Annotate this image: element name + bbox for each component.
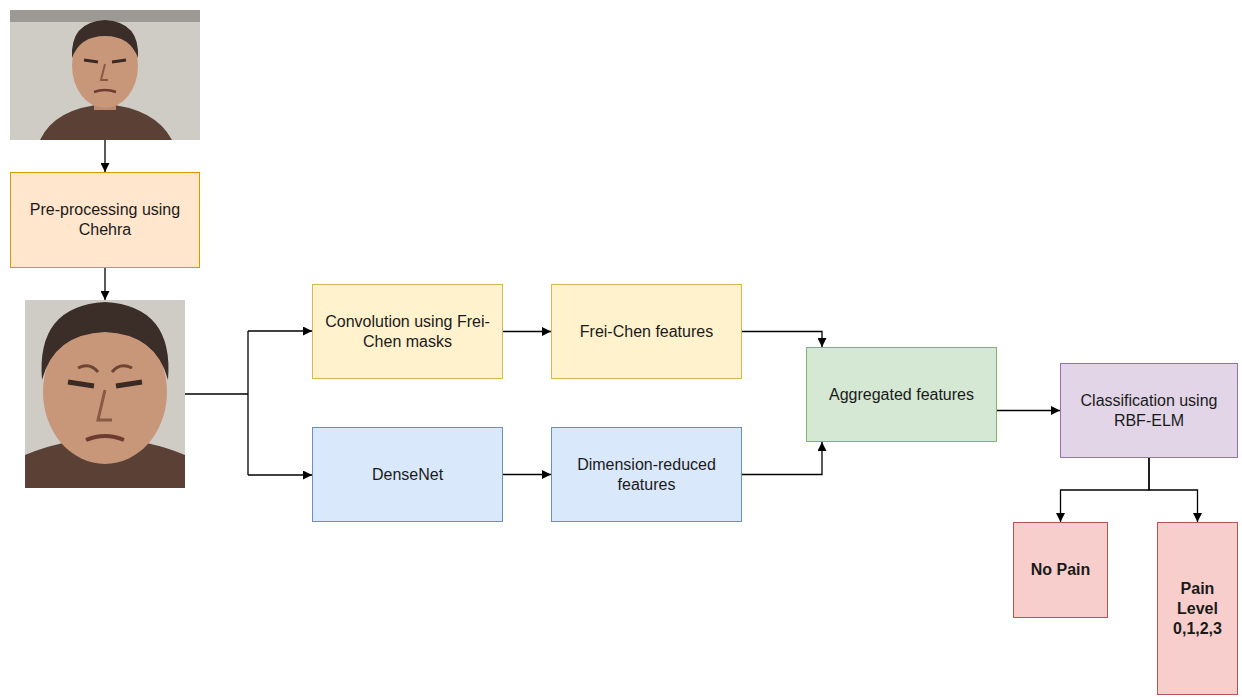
face-photo <box>10 10 200 140</box>
feature-box: Dimension-reduced features <box>551 427 742 522</box>
box-label: Dimension-reduced features <box>560 455 733 495</box>
flow-arrow <box>104 140 105 172</box>
output-box: No Pain <box>1013 522 1108 618</box>
photo-background <box>10 10 200 140</box>
feature-box: Frei-Chen features <box>551 284 742 379</box>
hair <box>42 302 169 380</box>
output-box: Pain Level 0,1,2,3 <box>1157 522 1238 695</box>
flow-connector <box>742 332 822 348</box>
classifier-box: Classification using RBF-ELM <box>1060 363 1238 458</box>
preprocess-box: Pre-processing using Chehra <box>10 172 200 268</box>
process-box: Convolution using Frei-Chen masks <box>312 284 503 379</box>
flow-connector <box>997 410 1060 411</box>
flow-connector <box>1061 458 1150 522</box>
split-line <box>185 331 248 475</box>
hair <box>72 20 138 58</box>
flow-connector <box>1149 458 1198 522</box>
flow-connector <box>503 331 551 332</box>
face-photo-cropped <box>25 300 185 488</box>
box-label: Pre-processing using Chehra <box>19 200 191 240</box>
box-label: Classification using RBF-ELM <box>1069 391 1229 431</box>
eyes <box>68 382 142 386</box>
flow-arrow <box>248 330 312 331</box>
flow-arrow <box>104 268 105 300</box>
box-label: Convolution using Frei-Chen masks <box>321 312 494 352</box>
eyes <box>84 60 126 62</box>
aggregate-box: Aggregated features <box>806 347 997 442</box>
box-label: Aggregated features <box>829 385 974 405</box>
flow-connector <box>503 474 551 475</box>
nose <box>101 64 108 80</box>
network-box: DenseNet <box>312 427 503 522</box>
mouth <box>94 90 116 92</box>
photo-background <box>25 300 185 488</box>
box-label: No Pain <box>1031 560 1091 580</box>
box-label: Frei-Chen features <box>580 322 713 342</box>
nose <box>98 390 112 420</box>
mouth <box>86 436 124 440</box>
flow-arrow <box>248 474 312 475</box>
box-label: Pain Level 0,1,2,3 <box>1166 579 1229 639</box>
box-label: DenseNet <box>372 465 443 485</box>
flow-connector <box>742 442 822 475</box>
brows <box>78 366 132 372</box>
